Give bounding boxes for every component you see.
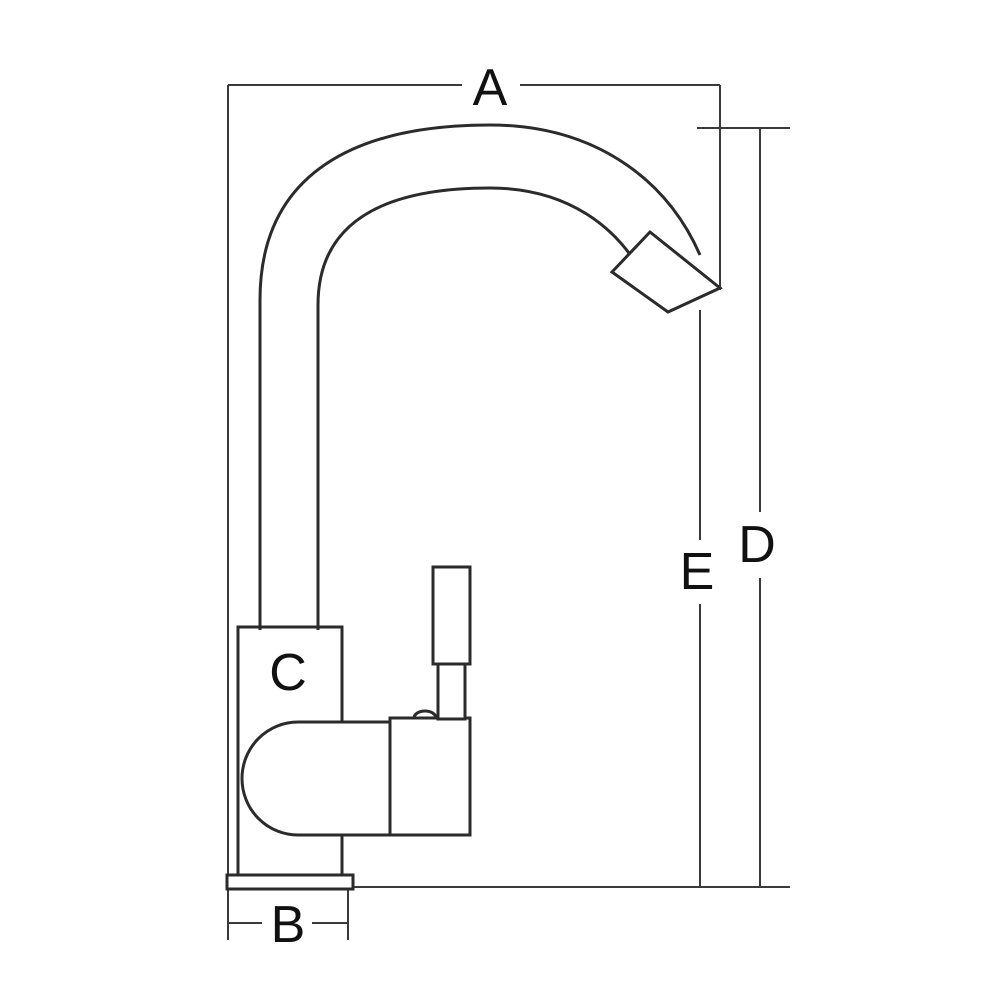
faucet-outline: [225, 123, 723, 891]
swivel-spout-outer-curve: [258, 123, 702, 360]
dimension-label-c: C: [269, 644, 307, 702]
dimension-construction-lines: [227, 85, 790, 940]
dimension-label-d: D: [738, 516, 776, 574]
dimension-label-e: E: [679, 543, 715, 601]
dimension-label-b: B: [270, 896, 306, 954]
handle-rounded-cap[interactable]: [240, 720, 392, 837]
handle-block[interactable]: [388, 716, 472, 837]
mounting-base-plate: [225, 873, 355, 891]
swivel-spout-inner-curve: [316, 186, 650, 360]
handle-pivot-bump: [412, 709, 438, 719]
lever-stem[interactable]: [436, 661, 467, 721]
lever-grip[interactable]: [431, 565, 472, 666]
spout-aerator-tip: [609, 229, 723, 314]
dimension-label-a: A: [472, 59, 508, 117]
